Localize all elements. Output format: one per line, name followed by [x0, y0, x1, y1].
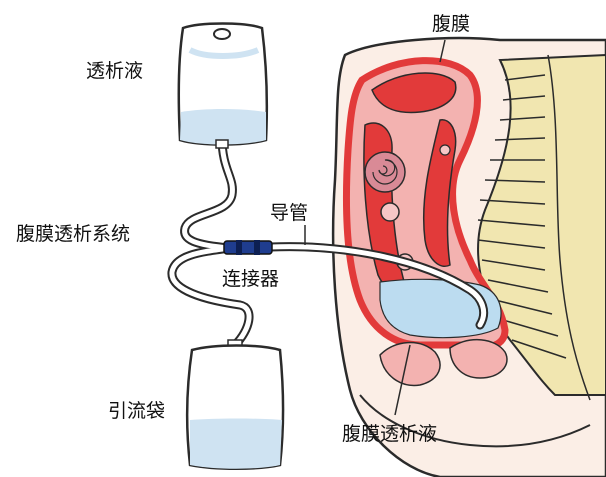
catheter-label: 导管 [270, 202, 309, 224]
tubing [167, 133, 489, 350]
organ-node [439, 144, 451, 156]
pelvic-organs [379, 341, 441, 387]
dialysate-bag [177, 22, 269, 149]
vertebrae [477, 74, 567, 359]
pd-system-label: 腹膜透析系统 [16, 223, 131, 245]
organ-node [380, 202, 400, 222]
pelvic-organs [449, 338, 508, 379]
drain-tube [167, 243, 254, 350]
dialysate-bag-hanger-hole [213, 28, 231, 40]
pd-fluid-label: 腹膜透析液 [342, 423, 438, 445]
dialysate-bag-fluid [180, 109, 266, 145]
fluid-leader-line [394, 344, 411, 416]
spinal-canal [547, 54, 591, 401]
drain-bag [185, 339, 285, 470]
lower-body [359, 394, 591, 448]
drain-bag-label: 引流袋 [108, 400, 166, 422]
dialysate-label: 透析液 [86, 60, 144, 82]
peritoneum-leader-line [439, 39, 446, 63]
stomach [364, 151, 406, 193]
liver [371, 72, 457, 114]
peritoneum-label: 腹膜 [432, 13, 471, 35]
leader-lines [304, 39, 446, 416]
body-cross-section [331, 36, 606, 477]
connector [223, 240, 273, 255]
mesentery [422, 119, 457, 267]
drain-bag-fluid [190, 418, 282, 469]
connector-label: 连接器 [222, 268, 280, 290]
